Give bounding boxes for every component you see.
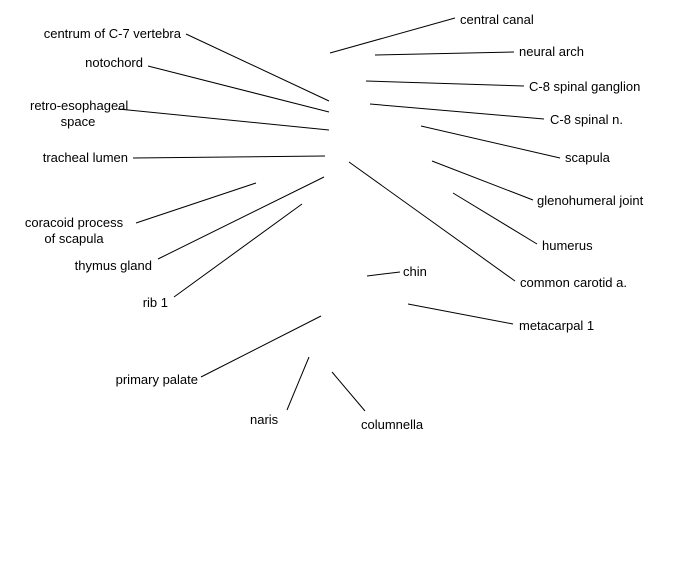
label-coracoid-line1: coracoid process — [24, 215, 124, 230]
label-humerus: humerus — [542, 238, 593, 253]
label-glenohumeral-joint: glenohumeral joint — [537, 193, 644, 208]
label-scapula: scapula — [565, 150, 610, 165]
label-central-canal: central canal — [460, 12, 534, 27]
leader-line-primary-palate — [200, 315, 322, 378]
label-centrum-c7: centrum of C-7 vertebra — [43, 26, 181, 41]
leader-line-c8-spinal-n — [369, 103, 545, 120]
label-notochord: notochord — [85, 55, 143, 70]
leader-line-humerus — [452, 192, 538, 245]
label-chin: chin — [403, 264, 427, 279]
leader-line-retro-esophageal — [117, 108, 330, 131]
leader-line-common-carotid — [348, 161, 516, 282]
leader-line-naris — [286, 356, 310, 411]
label-thymus-gland: thymus gland — [74, 258, 152, 273]
leader-line-notochord — [147, 65, 330, 113]
label-naris: naris — [250, 412, 279, 427]
leader-line-neural-arch — [374, 51, 515, 56]
leader-line-chin — [366, 271, 401, 277]
label-retro-esophageal-line2: space — [60, 114, 96, 129]
leader-line-thymus — [157, 176, 325, 260]
label-retro-esophageal-space: retro-esophageal space — [30, 98, 129, 130]
label-coracoid-process: coracoid process of scapula — [12, 215, 136, 247]
label-tracheal-lumen: tracheal lumen — [42, 150, 128, 165]
leader-line-coracoid — [135, 182, 257, 224]
leader-line-rib-1 — [173, 203, 303, 298]
label-neural-arch: neural arch — [519, 44, 585, 59]
label-common-carotid: common carotid a. — [520, 275, 627, 290]
label-columnella: columnella — [361, 417, 424, 432]
leader-line-central-canal — [329, 17, 456, 54]
label-primary-palate: primary palate — [115, 372, 198, 387]
label-c8-spinal-n: C-8 spinal n. — [550, 112, 623, 127]
leader-line-columnella — [331, 371, 366, 412]
label-rib-1: rib 1 — [142, 295, 168, 310]
leader-line-glenohumeral — [431, 160, 534, 201]
label-metacarpal-1: metacarpal 1 — [519, 318, 595, 333]
leader-line-metacarpal-1 — [407, 303, 514, 325]
label-coracoid-line2: of scapula — [44, 231, 104, 246]
label-c8-spinal-ganglion: C-8 spinal ganglion — [529, 79, 641, 94]
leader-line-c8-ganglion — [365, 80, 525, 87]
label-retro-esophageal-line1: retro-esophageal — [30, 98, 129, 113]
leader-line-tracheal-lumen — [132, 155, 326, 159]
leader-line-scapula — [420, 125, 561, 159]
leader-line-centrum-c7 — [185, 33, 330, 102]
